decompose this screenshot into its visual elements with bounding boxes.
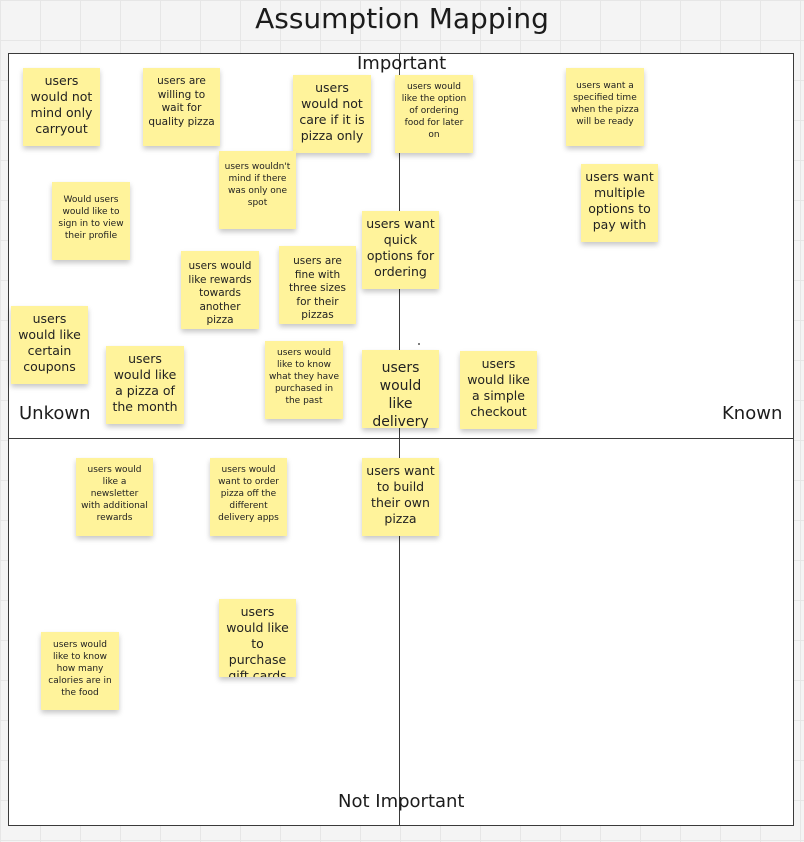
sticky-note[interactable]: users would want to order pizza off the … (210, 458, 287, 536)
sticky-note[interactable]: users want quick options for ordering (362, 211, 439, 289)
axis-label-known: Known (722, 403, 783, 424)
axis-label-unknown: Unkown (19, 403, 91, 424)
sticky-note-text: users want a specified time when the piz… (571, 81, 639, 127)
vertical-axis-line (399, 54, 400, 825)
sticky-note[interactable]: users wouldn't mind if there was only on… (219, 151, 296, 229)
sticky-note-text: users would like the option of ordering … (401, 82, 467, 140)
sticky-note-text: users would like a newsletter with addit… (81, 465, 148, 523)
sticky-note[interactable]: users want to build their own pizza (362, 458, 439, 536)
sticky-note-text: users would not mind only carryout (30, 73, 93, 136)
sticky-note-text: users want to build their own pizza (366, 463, 435, 526)
sticky-note-text: users would like a simple checkout (467, 356, 530, 419)
sticky-note-text: users want quick options for ordering (366, 216, 435, 279)
sticky-note[interactable]: users are fine with three sizes for thei… (279, 246, 356, 324)
horizontal-axis-line (8, 438, 794, 439)
sticky-note[interactable]: users would like rewards towards another… (181, 251, 259, 329)
sticky-note-text: users are willing to wait for quality pi… (148, 75, 215, 128)
board-title: Assumption Mapping (255, 2, 549, 35)
sticky-note-text: users would like rewards towards another… (188, 260, 252, 326)
sticky-note[interactable]: users would like to know how many calori… (41, 632, 119, 710)
sticky-note[interactable]: Would users would like to sign in to vie… (52, 182, 130, 260)
sticky-note-text: users would like to purchase gift cards (226, 604, 289, 677)
sticky-note-text: users want multiple options to pay with (585, 169, 654, 232)
sticky-note[interactable]: users would like delivery (362, 350, 439, 428)
sticky-note[interactable]: users would like the option of ordering … (395, 75, 473, 153)
axis-label-not-important: Not Important (338, 791, 465, 812)
sticky-note[interactable]: users want a specified time when the piz… (566, 68, 644, 146)
sticky-note[interactable]: users want multiple options to pay with (581, 164, 658, 242)
sticky-note[interactable]: users would not care if it is pizza only (293, 75, 371, 153)
sticky-note[interactable]: users would like a newsletter with addit… (76, 458, 153, 536)
sticky-note-text: users are fine with three sizes for thei… (289, 255, 346, 321)
sticky-note[interactable]: users would like a pizza of the month (106, 346, 184, 424)
sticky-note[interactable]: users are willing to wait for quality pi… (143, 68, 220, 146)
sticky-note[interactable]: users would like certain coupons (11, 306, 88, 384)
sticky-note[interactable]: users would like to purchase gift cards (219, 599, 296, 677)
sticky-note[interactable]: users would like a simple checkout (460, 351, 537, 429)
sticky-note-text: users would not care if it is pizza only (299, 80, 365, 143)
sticky-note-text: users would like to know what they have … (269, 348, 340, 406)
sticky-note-text: Would users would like to sign in to vie… (58, 195, 124, 241)
sticky-note-text: users would like a pizza of the month (112, 351, 178, 414)
sticky-note-text: users would like to know how many calori… (48, 640, 112, 698)
sticky-note[interactable]: users would like to know what they have … (265, 341, 343, 419)
sticky-note[interactable]: users would not mind only carryout (23, 68, 100, 146)
assumption-map-board[interactable] (8, 53, 794, 826)
sticky-note-text: users would want to order pizza off the … (218, 465, 279, 523)
sticky-note-text: users would like delivery (372, 360, 429, 428)
sticky-note-text: users would like certain coupons (18, 311, 81, 374)
stray-dot (418, 343, 420, 345)
axis-label-important: Important (357, 53, 447, 74)
sticky-note-text: users wouldn't mind if there was only on… (224, 162, 291, 208)
